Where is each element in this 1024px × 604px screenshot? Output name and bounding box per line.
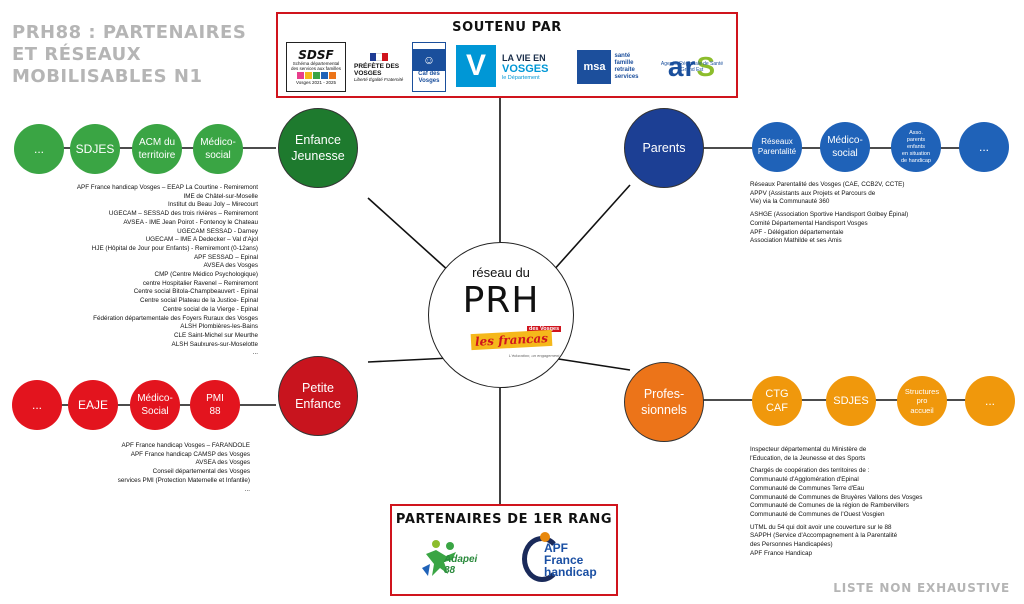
apf-logo: APF France handicap [522, 530, 612, 590]
list-item: AVSEA - IME Jean Poirot - Fontenoy le Ch… [123, 218, 258, 226]
parents-sub-reseaux: Réseaux Parentalité [752, 122, 802, 172]
french-flag-icon [370, 52, 388, 61]
enfance-sub-sdjes: SDJES [70, 124, 120, 174]
msa-logo: msa santé famille retraite services [568, 42, 648, 92]
parents-sub-asso: Asso. parents enfants en situation de ha… [891, 122, 941, 172]
list-item: Communauté de Comunes de la région de Ra… [750, 502, 909, 510]
pros-sub-more: ... [965, 376, 1015, 426]
list-item: CMP (Centre Médico Psychologique) [154, 271, 258, 279]
list-item: UGECAM SESSAD - Darney [177, 227, 258, 235]
list-item: APPV (Assistants aux Projets et Parcours… [750, 189, 876, 197]
list-item: SAPPH (Service d'Accompagnement à la Par… [750, 532, 898, 540]
list-item: Centre social Plateau de la Justice- Epi… [140, 297, 258, 305]
category-professionnels: Profes- sionnels [624, 362, 704, 442]
category-enfance-jeunesse: Enfance Jeunesse [278, 108, 358, 188]
list-item: Institut du Beau Joly – Mirecourt [168, 201, 258, 209]
hub-reseau-prh: réseau du PRH des Vosges les francas L'é… [428, 242, 574, 388]
sponsors-box: SOUTENU PAR SDSF Schéma départemental de… [276, 12, 738, 98]
adapei-figures-icon [422, 540, 456, 576]
prefete-logo: PRÉFÈTE DES VOSGES Liberté Égalité Frate… [354, 42, 404, 92]
pros-sub-ctg-caf: CTG CAF [752, 376, 802, 426]
list-item: Fédération départementale des Foyers Rur… [93, 314, 258, 322]
list-item: Comité Départemental Handisport Vosges [750, 219, 868, 227]
sdsf-logo: SDSF Schéma départemental des services a… [286, 42, 346, 92]
list-item: des Personnes Handicapées) [750, 541, 833, 549]
enfance-sub-more: ... [14, 124, 64, 174]
petite-sub-more: ... [12, 380, 62, 430]
line-hub-to-parents [551, 184, 631, 273]
list-item: ALSH Saulxures-sur-Moselotte [171, 340, 258, 348]
line-hub-to-pros [551, 357, 631, 371]
petite-partner-list: APF France handicap Vosges – FARANDOLE A… [118, 442, 250, 494]
list-item: services PMI (Protection Maternelle et I… [117, 476, 250, 484]
list-item: Communauté de Communes de Bruyères Vallo… [750, 493, 923, 501]
petite-sub-pmi: PMI 88 [190, 380, 240, 430]
pros-sub-sdjes: SDJES [826, 376, 876, 426]
partners-box: PARTENAIRES DE 1ER RANG Adapei 88 APF Fr… [390, 504, 618, 596]
list-item: Chargés de coopération des territoires d… [750, 467, 870, 475]
partners-title: PARTENAIRES DE 1ER RANG [395, 512, 613, 527]
list-item: ... [244, 485, 250, 493]
petite-sub-medico: Médico- Social [130, 380, 180, 430]
list-item: Communauté de Communes de l'Ouest Vosgie… [750, 510, 885, 518]
list-item: IME de Châtel-sur-Moselle [183, 192, 258, 200]
list-item: HJE (Hôpital de Jour pour Enfants) - Rem… [91, 244, 258, 252]
list-item: AVSEA des Vosges [195, 459, 251, 467]
list-item: Conseil départemental des Vosges [152, 468, 250, 476]
list-item: Association Mathilde et ses Amis [750, 237, 842, 245]
ars-logo: arS Agence Régionale de Santé Grand Est [660, 51, 724, 82]
list-item: UGECAM – IME A Dedecker – Val d'Ajol [145, 236, 258, 244]
list-item: APF France handicap CAMSP des Vosges [130, 450, 250, 458]
list-item: AVSEA des Vosges [203, 262, 259, 270]
footer-note: LISTE NON EXHAUSTIVE [833, 581, 1010, 595]
list-item: centre Hospitalier Ravenel – Remiremont [142, 279, 258, 287]
list-item: APF France Handicap [750, 549, 812, 557]
enfance-sub-medico: Médico- social [193, 124, 243, 174]
list-item: UGECAM – SESSAD des trois rivières – Rem… [108, 210, 258, 218]
caf-logo: ☺ Caf des Vosges [412, 42, 446, 92]
list-item: APF France handicap Vosges – FARANDOLE [121, 442, 250, 449]
list-item: Centre social Bitola-Champbeauvert - Epi… [133, 288, 258, 296]
enfance-sub-acm: ACM du territoire [132, 124, 182, 174]
francas-logo: les francas [470, 329, 553, 351]
category-parents: Parents [624, 108, 704, 188]
adapei-logo: Adapei 88 [404, 532, 488, 588]
parents-sub-medico: Médico- social [820, 122, 870, 172]
list-item: CLE Saint-Michel sur Meurthe [174, 331, 258, 339]
parents-sub-more: ... [959, 122, 1009, 172]
list-item: Communauté d'Agglomération d'Epinal [750, 476, 859, 484]
list-item: Vie) via la Communauté 360 [750, 198, 830, 206]
category-petite-enfance: Petite Enfance [278, 356, 358, 436]
petite-sub-eaje: EAJE [68, 380, 118, 430]
sponsors-title: SOUTENU PAR [452, 20, 562, 35]
line-hub-to-petite [367, 357, 451, 363]
pros-sub-structures: Structures pro accueil [897, 376, 947, 426]
page-title: PRH88 : PARTENAIRES ET RÉSEAUX MOBILISAB… [12, 22, 247, 87]
caf-family-icon: ☺ [413, 49, 445, 71]
list-item: Centre social de la Vierge - Epinal [162, 305, 258, 313]
list-item: APF France handicap Vosges – EEAP La Cou… [76, 184, 258, 191]
list-item: APF SESSAD – Epinal [193, 253, 258, 261]
vosges-departement-logo: LA VIE EN VOSGES le Département [502, 53, 549, 81]
list-item: APF - Délégation départementale [750, 228, 844, 236]
pros-partner-list: Inspecteur départemental du Ministère de… [750, 446, 922, 558]
list-item: l'Education, de la Jeunesse et des Sport… [750, 454, 866, 462]
enfance-partner-list: APF France handicap Vosges – EEAP La Cou… [77, 184, 258, 358]
list-item: Communauté de Communes Terre d'Eau [750, 484, 865, 492]
list-item: ... [252, 349, 258, 357]
list-item: Inspecteur départemental du Ministère de [750, 446, 867, 453]
parents-partner-list: Réseaux Parentalité des Vosges (CAE, CCB… [750, 181, 908, 246]
list-item: Réseaux Parentalité des Vosges (CAE, CCB… [750, 181, 905, 188]
vosges-v-logo: V [456, 45, 496, 87]
list-item: UTML du 54 qui doit avoir une couverture… [750, 523, 892, 531]
list-item: ALSH Plombières-les-Bains [180, 323, 258, 331]
list-item: ASHGE (Association Sportive Handisport G… [750, 211, 909, 219]
line-hub-to-enfance [367, 197, 451, 273]
